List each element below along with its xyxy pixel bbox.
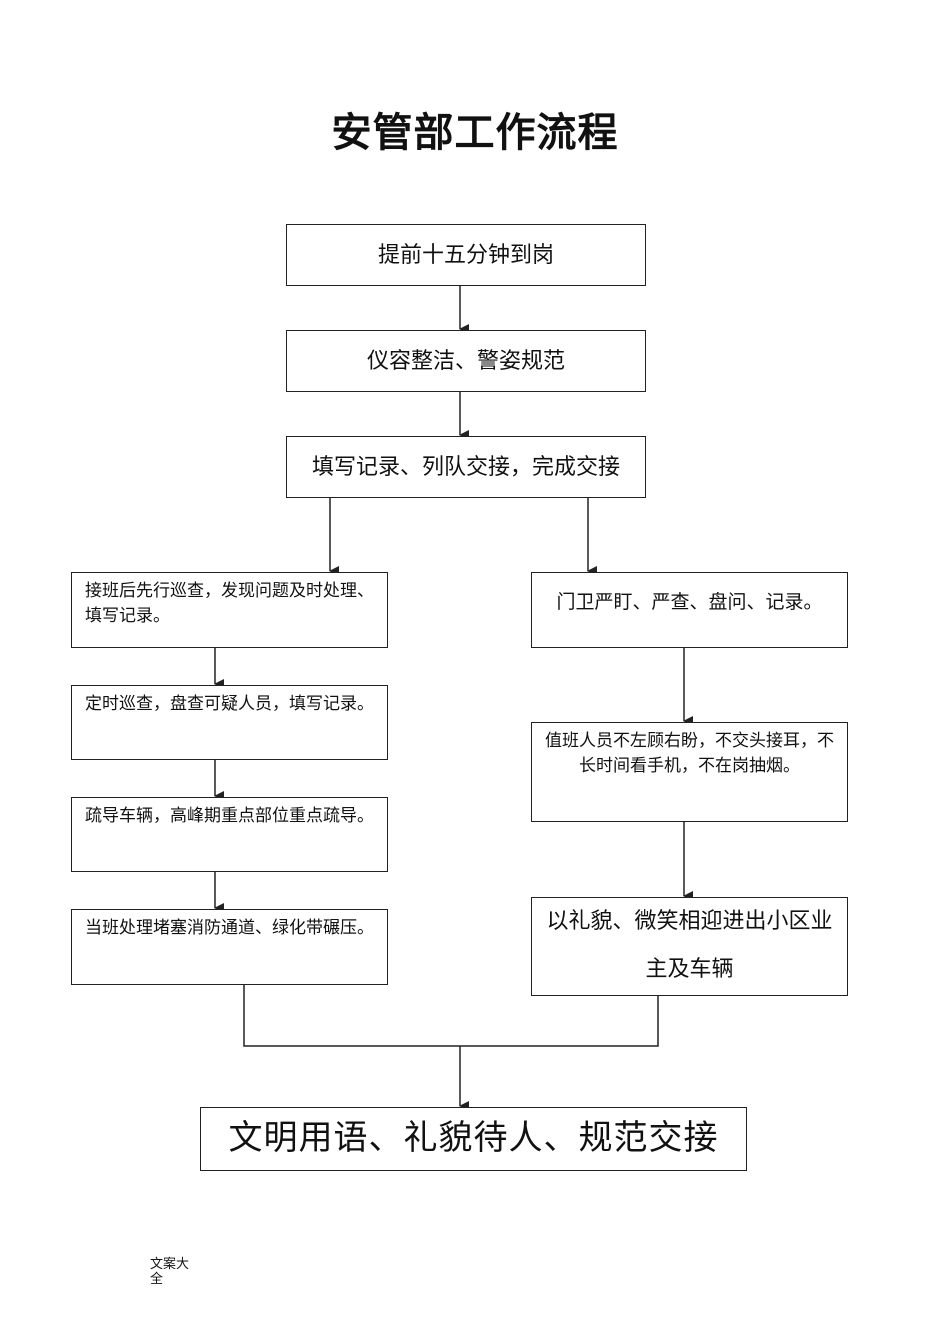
right-step-2: 值班人员不左顾右盼，不交头接耳，不长时间看手机，不在岗抽烟。 — [531, 722, 848, 822]
step-label: 仪容整洁、警姿规范 — [366, 349, 565, 374]
step-label: 疏导车辆，高峰期重点部位重点疏导。 — [85, 806, 374, 826]
step-label: 填写记录、列队交接，完成交接 — [311, 455, 620, 480]
right-step-3: 以礼貌、微笑相迎进出小区业主及车辆 — [531, 897, 848, 996]
step-arrive-early: 提前十五分钟到岗 — [286, 224, 646, 286]
right-step-1: 门卫严盯、严查、盘问、记录。 — [531, 572, 848, 648]
step-label: 以礼貌、微笑相迎进出小区业主及车辆 — [546, 909, 833, 982]
step-label: 门卫严盯、严查、盘问、记录。 — [556, 591, 823, 613]
final-step: 文明用语、礼貌待人、规范交接 — [200, 1107, 747, 1171]
left-step-3: 疏导车辆，高峰期重点部位重点疏导。 — [71, 797, 388, 872]
step-appearance: 仪容整洁、警姿规范 — [286, 330, 646, 392]
step-handover: 填写记录、列队交接，完成交接 — [286, 436, 646, 498]
left-step-4: 当班处理堵塞消防通道、绿化带碾压。 — [71, 909, 388, 985]
merge-line — [243, 985, 659, 1047]
footer-note: 文案大全 — [150, 1257, 190, 1287]
step-label: 文明用语、礼貌待人、规范交接 — [228, 1118, 719, 1158]
left-step-2: 定时巡查，盘查可疑人员，填写记录。 — [71, 685, 388, 760]
step-label: 定时巡查，盘查可疑人员，填写记录。 — [85, 694, 374, 714]
page-title: 安管部工作流程 — [331, 110, 619, 156]
step-label: 值班人员不左顾右盼，不交头接耳，不长时间看手机，不在岗抽烟。 — [545, 731, 834, 776]
step-label: 接班后先行巡查，发现问题及时处理、填写记录。 — [85, 581, 374, 626]
step-label: 提前十五分钟到岗 — [377, 243, 554, 268]
step-label: 当班处理堵塞消防通道、绿化带碾压。 — [85, 918, 374, 938]
left-step-1: 接班后先行巡查，发现问题及时处理、填写记录。 — [71, 572, 388, 648]
